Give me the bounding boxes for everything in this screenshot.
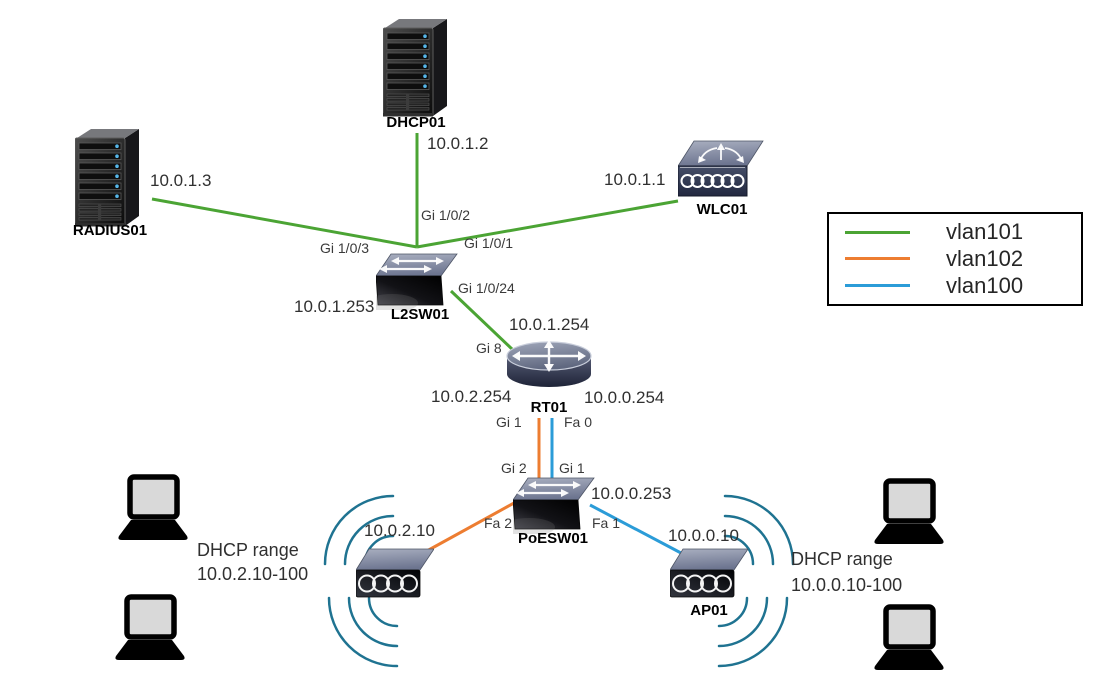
rt01-router-icon [506, 340, 592, 387]
port-rt01-gi8: Gi 8 [476, 340, 502, 356]
legend-row-vlan102: vlan102 [829, 246, 1081, 272]
rt01-ip-top: 10.0.1.254 [509, 315, 590, 334]
dhcp-range-right-title: DHCP range [791, 549, 893, 569]
port-poesw01-fa1: Fa 1 [592, 515, 621, 531]
l2sw01-switch-icon [376, 253, 458, 310]
wifi-arc-icon [723, 534, 755, 566]
legend-row-vlan100: vlan100 [829, 273, 1081, 299]
port-rt01-gi1: Gi 1 [496, 414, 522, 430]
port-poesw01-gi1: Gi 1 [559, 460, 585, 476]
port-l2sw01-gi102: Gi 1/0/2 [421, 207, 471, 223]
radius01-server-icon [75, 129, 139, 227]
ap-left-ip: 10.0.2.10 [364, 521, 435, 540]
wifi-arc-icon [717, 596, 769, 648]
radius01-name: RADIUS01 [72, 222, 148, 239]
dhcp01-ip: 10.0.1.2 [427, 134, 489, 153]
link-l2sw01-rt01 [449, 289, 515, 352]
wlc01-name: WLC01 [696, 201, 748, 218]
port-poesw01-fa2: Fa 2 [484, 515, 513, 531]
wifi-arc-icon [723, 494, 795, 566]
rt01-name: RT01 [530, 399, 568, 416]
l2sw01-name: L2SW01 [390, 306, 450, 323]
dhcp-range-left-title: DHCP range [197, 540, 299, 560]
vlan102-line-swatch [845, 257, 910, 261]
laptop-icon [115, 594, 185, 660]
radius01-ip: 10.0.1.3 [150, 171, 212, 190]
poesw01-name: PoESW01 [517, 530, 589, 547]
ap01-ip: 10.0.0.10 [668, 526, 739, 545]
wifi-arcs [323, 494, 795, 668]
rt01-ip-right: 10.0.0.254 [584, 388, 665, 407]
wifi-arc-icon [343, 514, 395, 566]
port-poesw01-gi2: Gi 2 [501, 460, 527, 476]
laptop-icon [118, 474, 188, 540]
poesw01-switch-icon [513, 477, 595, 534]
wifi-arc-icon [347, 596, 399, 648]
link-radius01-l2sw01 [151, 197, 418, 249]
wifi-arc-icon [323, 494, 395, 566]
link-poesw01-ap-left [424, 501, 515, 554]
poesw01-ip: 10.0.0.253 [591, 484, 672, 503]
port-l2sw01-gi103: Gi 1/0/3 [320, 240, 370, 256]
laptop-icon [874, 478, 944, 544]
link-poesw01-ap01 [589, 503, 682, 555]
wlc01-ip: 10.0.1.1 [604, 170, 666, 189]
port-rt01-fa0: Fa 0 [564, 414, 593, 430]
wifi-arc-icon [717, 596, 749, 628]
ap01-name: AP01 [690, 602, 728, 619]
dhcp-range-right-value: 10.0.0.10-100 [791, 575, 903, 595]
vlan101-label: vlan101 [946, 219, 1024, 245]
vlan101-line-swatch [845, 230, 910, 234]
dhcp01-server-icon [383, 19, 447, 117]
ap01-icon [670, 548, 748, 598]
vlan-legend: vlan101 vlan102 vlan100 [827, 212, 1083, 306]
ap-left-icon [356, 548, 434, 598]
laptop-icon [874, 604, 944, 670]
wifi-arc-icon [723, 514, 775, 566]
legend-row-vlan101: vlan101 [829, 219, 1081, 245]
port-l2sw01-gi101: Gi 1/0/1 [464, 235, 514, 251]
vlan100-line-swatch [845, 284, 910, 288]
port-l2sw01-gi1024: Gi 1/0/24 [458, 280, 515, 296]
l2sw01-ip: 10.0.1.253 [294, 297, 375, 316]
wlc01-controller-icon [678, 140, 764, 197]
vlan100-label: vlan100 [946, 272, 1024, 298]
dhcp01-name: DHCP01 [386, 114, 446, 131]
vlan102-label: vlan102 [946, 245, 1024, 271]
wifi-arc-icon [717, 596, 789, 668]
link-wlc01-l2sw01 [416, 199, 679, 249]
rt01-ip-left: 10.0.2.254 [431, 387, 512, 406]
wifi-arc-icon [327, 596, 399, 668]
wifi-arc-icon [367, 596, 399, 628]
dhcp-range-left-value: 10.0.2.10-100 [197, 564, 309, 584]
